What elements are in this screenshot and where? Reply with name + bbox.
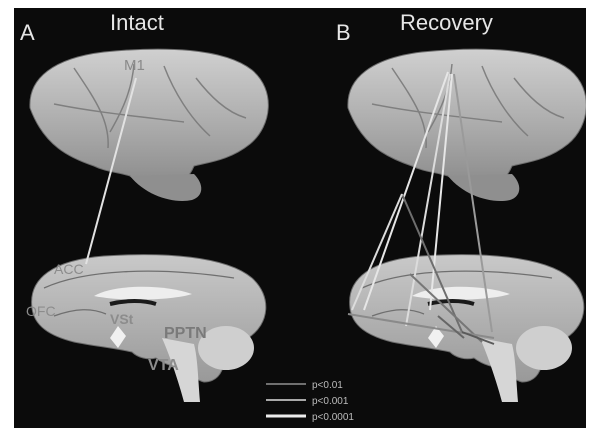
- legend-label-p001: p<0.01: [312, 380, 343, 391]
- panel-b-letter: B: [336, 20, 351, 45]
- region-label-vst: VSt: [110, 311, 134, 327]
- figure-panel: A Intact M1: [14, 8, 586, 428]
- region-label-acc: ACC: [54, 261, 84, 277]
- legend-label-p0001: p<0.001: [312, 396, 349, 407]
- panel-a-title: Intact: [110, 10, 164, 35]
- significance-legend: p<0.01 p<0.001 p<0.0001: [266, 380, 354, 423]
- region-label-m1: M1: [124, 57, 145, 74]
- panel-b-lateral-brain: [348, 49, 586, 201]
- panel-a-medial-brain: ACC OFC VSt PPTN VTA: [26, 255, 266, 402]
- panel-a: A Intact M1: [20, 10, 268, 402]
- brain-diagram: A Intact M1: [14, 8, 586, 428]
- panel-a-lateral-brain: M1: [30, 49, 268, 201]
- region-label-pptn: PPTN: [164, 325, 207, 342]
- panel-b: B Recovery: [336, 10, 586, 402]
- panel-b-title: Recovery: [400, 10, 493, 35]
- panel-a-letter: A: [20, 20, 35, 45]
- region-label-vta: VTA: [148, 357, 179, 374]
- region-label-ofc: OFC: [26, 303, 56, 319]
- legend-label-p00001: p<0.0001: [312, 412, 354, 423]
